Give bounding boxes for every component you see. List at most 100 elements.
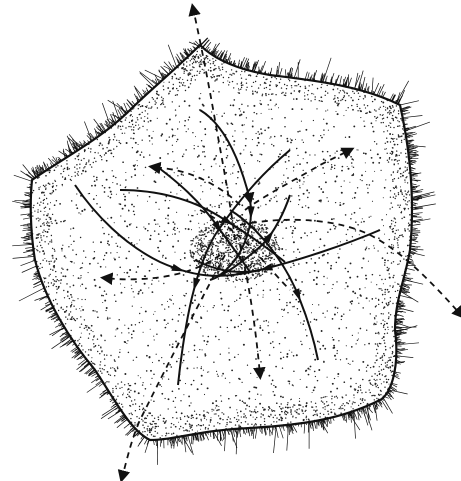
stipple-dot <box>313 279 315 281</box>
stipple-dot <box>352 291 354 293</box>
stipple-dot <box>149 140 150 141</box>
stipple-dot <box>183 154 184 155</box>
stipple-dot <box>292 416 293 417</box>
stipple-dot <box>393 221 394 222</box>
stipple-dot <box>293 385 294 386</box>
edge-stipple-dot <box>171 433 172 434</box>
stipple-dot <box>341 170 343 172</box>
nucleus-dot <box>257 228 258 229</box>
stipple-dot <box>263 280 264 281</box>
stipple-dot <box>158 233 160 235</box>
edge-stipple-dot <box>377 345 378 346</box>
stipple-dot <box>168 433 169 434</box>
stipple-dot <box>208 336 210 338</box>
stipple-dot <box>322 167 324 169</box>
nucleus-dot <box>240 266 241 267</box>
stipple-dot <box>252 139 253 140</box>
nucleus-dot <box>257 250 258 251</box>
nucleus-dot <box>206 227 207 228</box>
stipple-dot <box>172 390 174 392</box>
edge-stipple-dot <box>171 423 172 424</box>
stipple-dot <box>260 394 261 395</box>
edge-stipple-dot <box>147 434 148 435</box>
stipple-dot <box>299 130 300 131</box>
edge-stipple-dot <box>114 368 115 369</box>
stipple-dot <box>226 148 228 150</box>
stipple-dot <box>116 399 117 400</box>
stipple-dot <box>172 151 173 152</box>
stipple-dot <box>184 120 186 122</box>
edge-stipple-dot <box>344 92 345 93</box>
edge-stipple-dot <box>128 126 129 127</box>
stipple-dot <box>292 236 293 237</box>
edge-stipple-dot <box>315 410 316 411</box>
edge-stipple-dot <box>75 175 76 176</box>
edge-stipple-dot <box>400 152 401 153</box>
nucleus-dot <box>199 231 200 232</box>
nucleus-dot <box>266 229 267 230</box>
stipple-dot <box>56 303 58 305</box>
stipple-dot <box>333 347 335 349</box>
stipple-dot <box>325 181 327 183</box>
edge-stipple-dot <box>363 98 364 99</box>
edge-stipple-dot <box>52 214 53 215</box>
stipple-dot <box>118 356 120 358</box>
stipple-dot <box>78 344 80 346</box>
stipple-dot <box>210 417 211 418</box>
stipple-dot <box>308 192 310 194</box>
stipple-dot <box>172 234 173 235</box>
stipple-dot <box>232 124 234 126</box>
stipple-dot <box>243 416 245 418</box>
stipple-dot <box>212 402 214 404</box>
stipple-dot <box>346 110 347 111</box>
edge-stipple-dot <box>387 160 388 161</box>
edge-stipple-dot <box>371 96 372 97</box>
edge-stipple-dot <box>374 318 375 319</box>
membrane-hair <box>401 289 409 290</box>
stipple-dot <box>168 207 170 209</box>
edge-stipple-dot <box>264 418 265 419</box>
edge-stipple-dot <box>337 105 338 106</box>
stipple-dot <box>85 327 86 328</box>
stipple-dot <box>107 318 109 320</box>
edge-stipple-dot <box>392 326 393 327</box>
edge-stipple-dot <box>377 375 378 376</box>
membrane-hair <box>132 101 135 105</box>
stipple-dot <box>169 298 170 299</box>
stipple-dot <box>303 170 304 171</box>
stipple-dot <box>260 103 262 105</box>
stipple-dot <box>319 341 320 342</box>
nucleus-dot <box>190 255 191 256</box>
stipple-dot <box>320 188 322 190</box>
edge-stipple-dot <box>88 161 89 162</box>
stipple-dot <box>76 308 77 309</box>
stipple-dot <box>308 207 310 209</box>
stipple-dot <box>352 109 354 111</box>
edge-stipple-dot <box>316 414 317 415</box>
edge-stipple-dot <box>345 100 346 101</box>
stipple-dot <box>132 147 133 148</box>
stipple-dot <box>349 182 350 183</box>
nucleus-dot <box>239 220 240 221</box>
stipple-dot <box>300 290 302 292</box>
stipple-dot <box>345 214 347 216</box>
edge-stipple-dot <box>49 208 50 209</box>
stipple-dot <box>227 310 229 312</box>
stipple-dot <box>353 159 354 160</box>
nucleus-dot <box>263 247 264 248</box>
stipple-dot <box>299 398 300 399</box>
stipple-dot <box>306 262 308 264</box>
stipple-dot <box>238 326 239 327</box>
edge-stipple-dot <box>328 405 329 406</box>
edge-stipple-dot <box>88 338 89 339</box>
edge-stipple-dot <box>290 410 291 411</box>
stipple-dot <box>230 319 232 321</box>
stipple-dot <box>231 74 233 76</box>
stipple-dot <box>191 424 193 426</box>
stipple-dot <box>303 181 304 182</box>
edge-stipple-dot <box>48 282 49 283</box>
stipple-dot <box>113 156 114 157</box>
stipple-dot <box>252 126 254 128</box>
edge-stipple-dot <box>321 100 322 101</box>
stipple-dot <box>93 198 95 200</box>
